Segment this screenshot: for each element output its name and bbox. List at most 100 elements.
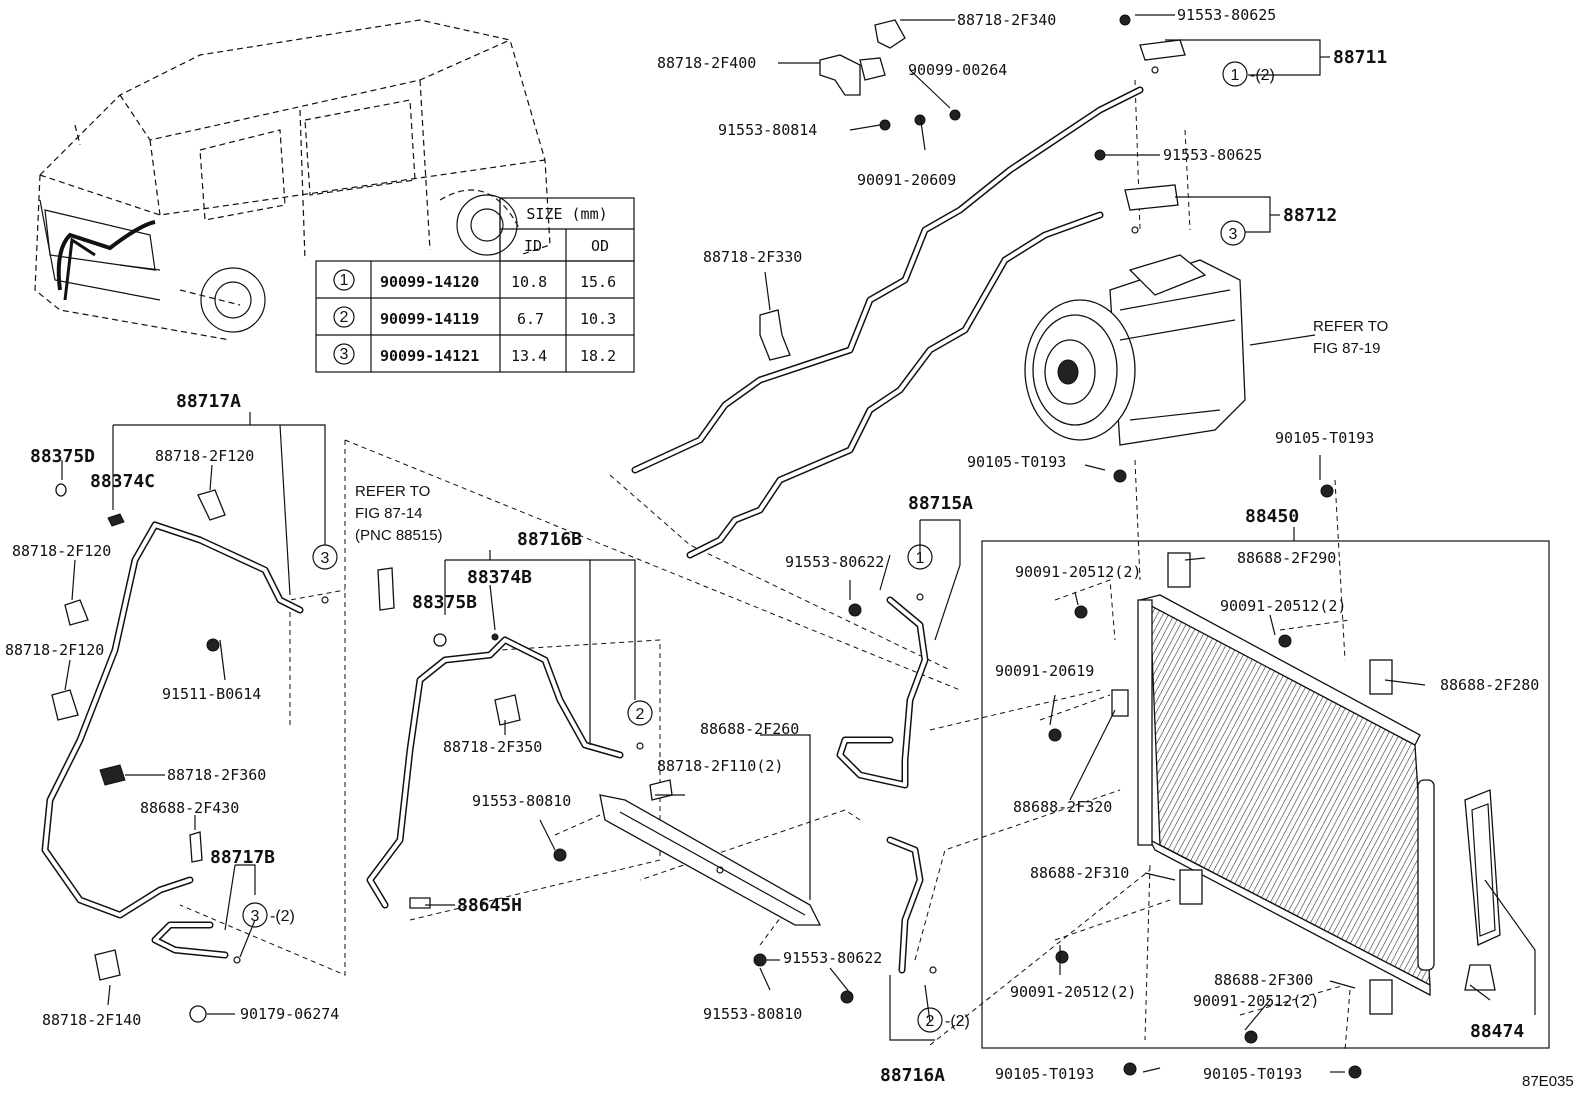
label-88718-2F330: 88718-2F330 [703, 248, 802, 266]
label-90091-20512-a: 90091-20512(2) [1015, 563, 1141, 581]
van-illustration [34, 19, 551, 341]
pipe-88716B [366, 636, 624, 909]
row1-part: 90099-14120 [380, 273, 479, 291]
callout-qty-88716A: -(2) [945, 1013, 970, 1030]
leader-lines [61, 14, 1536, 1073]
label-90105-T0193-b: 90105-T0193 [1275, 429, 1374, 447]
van-body-solid [39, 194, 518, 333]
row2-num: 2 [340, 309, 349, 326]
row1-id: 10.8 [511, 273, 547, 291]
label-88375B: 88375B [412, 592, 477, 613]
label-88718-2F360: 88718-2F360 [167, 766, 266, 784]
label-88688-2F300: 88688-2F300 [1214, 971, 1313, 989]
row3-od: 18.2 [580, 347, 616, 365]
label-88375D: 88375D [30, 446, 95, 467]
small-parts [51, 14, 1362, 1079]
label-88688-2F430: 88688-2F430 [140, 799, 239, 817]
label-88715A: 88715A [908, 493, 973, 514]
size-header: SIZE (mm) [526, 205, 607, 223]
pipe-88716A [886, 836, 924, 974]
label-88450: 88450 [1245, 506, 1299, 527]
label-90105-T0193-c: 90105-T0193 [995, 1065, 1094, 1083]
label-88374B: 88374B [467, 567, 532, 588]
refer-note-compressor-1: REFER TO [1313, 318, 1388, 335]
label-88718-2F340: 88718-2F340 [957, 11, 1056, 29]
row2-od: 10.3 [580, 310, 616, 328]
condenser-88450 [981, 540, 1550, 1049]
pipe-88712 [686, 211, 1104, 559]
label-91553-80625-b: 91553-80625 [1163, 146, 1262, 164]
pipe-88717B [151, 921, 229, 959]
label-88688-2F260: 88688-2F260 [700, 720, 799, 738]
van-ac-harness [56, 220, 156, 301]
callout-1-88711: 1 [1231, 67, 1240, 84]
label-88712: 88712 [1283, 205, 1337, 226]
callout-2-88716A: 2 [926, 1013, 935, 1030]
callout-1-88715A: 1 [916, 550, 925, 567]
callout-3-88717A: 3 [321, 550, 330, 567]
label-88718-2F120-b: 88718-2F120 [12, 542, 111, 560]
label-88718-2F120-a: 88718-2F120 [155, 447, 254, 465]
label-88716A: 88716A [880, 1065, 945, 1086]
pipe-88715A [836, 596, 929, 789]
label-88717A: 88717A [176, 391, 241, 412]
row3-part: 90099-14121 [380, 347, 479, 365]
label-88718-2F110: 88718-2F110(2) [657, 757, 783, 775]
row1-num: 1 [340, 272, 349, 289]
label-90105-T0193-d: 90105-T0193 [1203, 1065, 1302, 1083]
size-table: SIZE (mm) ID OD 1 90099-14120 10.8 15.6 … [315, 197, 635, 373]
label-91553-80810-b: 91553-80810 [703, 1005, 802, 1023]
o-rings [233, 66, 1159, 974]
label-90091-20609: 90091-20609 [857, 171, 956, 189]
label-91553-80622-b: 91553-80622 [785, 553, 884, 571]
refer-note-valve-2: FIG 87-14 [355, 505, 423, 522]
compressor [1024, 254, 1246, 446]
refer-note-compressor-2: FIG 87-19 [1313, 340, 1381, 357]
label-88645H: 88645H [457, 895, 522, 916]
label-90105-T0193-a: 90105-T0193 [967, 453, 1066, 471]
row3-num: 3 [340, 346, 349, 363]
callout-3-88717B: 3 [251, 908, 260, 925]
label-91553-80622-a: 91553-80622 [783, 949, 882, 967]
callout-qty-88717B: -(2) [270, 908, 295, 925]
label-90091-20512-b: 90091-20512(2) [1220, 597, 1346, 615]
row1-od: 15.6 [580, 273, 616, 291]
label-88688-2F290: 88688-2F290 [1237, 549, 1336, 567]
label-88718-2F400: 88718-2F400 [657, 54, 756, 72]
label-90179-06274: 90179-06274 [240, 1005, 339, 1023]
label-88474: 88474 [1470, 1021, 1524, 1042]
label-90091-20512-d: 90091-20512(2) [1193, 992, 1319, 1010]
label-91511-B0614: 91511-B0614 [162, 685, 261, 703]
callout-qty-88711: -(2) [1250, 67, 1275, 84]
callout-2-88716B: 2 [636, 706, 645, 723]
label-88374C: 88374C [90, 471, 155, 492]
refer-note-valve-3: (PNC 88515) [355, 527, 443, 544]
callout-circles: 1 -(2) 3 3 2 3 -(2) 1 2 -(2) [242, 61, 1275, 1033]
label-88718-2F350: 88718-2F350 [443, 738, 542, 756]
od-header: OD [591, 237, 609, 255]
callout-3-88712: 3 [1229, 226, 1238, 243]
part-labels: 88718-2F340 91553-80625 88711 88718-2F40… [5, 6, 1539, 1086]
refer-note-valve-1: REFER TO [355, 483, 430, 500]
label-88688-2F280: 88688-2F280 [1440, 676, 1539, 694]
pipe-88717A [41, 521, 304, 919]
label-88711: 88711 [1333, 47, 1387, 68]
label-88688-2F310: 88688-2F310 [1030, 864, 1129, 882]
label-88718-2F120-c: 88718-2F120 [5, 641, 104, 659]
label-88716B: 88716B [517, 529, 582, 550]
label-91553-80814: 91553-80814 [718, 121, 817, 139]
label-90091-20619: 90091-20619 [995, 662, 1094, 680]
row2-part: 90099-14119 [380, 310, 479, 328]
label-91553-80810-a: 91553-80810 [472, 792, 571, 810]
row2-id: 6.7 [517, 310, 544, 328]
row3-id: 13.4 [511, 347, 547, 365]
label-88688-2F320: 88688-2F320 [1013, 798, 1112, 816]
label-90099-00264: 90099-00264 [908, 61, 1007, 79]
label-91553-80625-a: 91553-80625 [1177, 6, 1276, 24]
id-header: ID [524, 237, 542, 255]
label-88717B: 88717B [210, 847, 275, 868]
label-90091-20512-c: 90091-20512(2) [1010, 983, 1136, 1001]
bracket-88688-2F260 [599, 794, 822, 926]
pipe-88711 [631, 86, 1144, 474]
